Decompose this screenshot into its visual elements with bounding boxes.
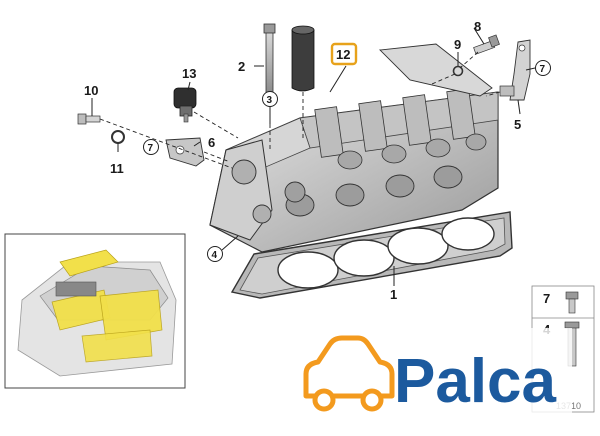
engine-overview-inset bbox=[4, 233, 186, 389]
lifting-bracket bbox=[499, 39, 531, 101]
small-bolt bbox=[473, 34, 500, 55]
callout-7a-circle bbox=[143, 139, 159, 155]
head-bolt bbox=[263, 23, 276, 95]
callout-9: 9 bbox=[454, 37, 461, 52]
callout-5: 5 bbox=[514, 117, 521, 132]
bracket bbox=[165, 137, 205, 167]
callout-12: 12 bbox=[336, 47, 350, 62]
brand-name: Palca bbox=[394, 347, 557, 416]
callout-13: 13 bbox=[182, 66, 196, 81]
callout-3-circle bbox=[262, 91, 278, 107]
palca-logo: Palca bbox=[296, 328, 572, 420]
callout-7b-circle bbox=[535, 60, 551, 76]
callout-7b: 7 bbox=[540, 64, 546, 75]
car-wheel-icon bbox=[360, 388, 384, 412]
callout-1: 1 bbox=[390, 287, 397, 302]
car-wheel-icon bbox=[312, 388, 336, 412]
callout-12-highlight bbox=[330, 42, 358, 66]
callout-10: 10 bbox=[84, 83, 98, 98]
callout-4-circle bbox=[207, 246, 223, 262]
leader-lines bbox=[91, 27, 536, 286]
car-icon bbox=[303, 335, 395, 399]
cylinder-head bbox=[209, 43, 499, 253]
sensor bbox=[173, 87, 197, 123]
callout-8: 8 bbox=[474, 19, 481, 34]
seal-ring bbox=[111, 130, 125, 144]
washer bbox=[452, 65, 464, 77]
callout-2: 2 bbox=[238, 59, 245, 74]
plug-screw bbox=[77, 113, 101, 125]
callout-7a: 7 bbox=[148, 143, 154, 154]
callout-11: 11 bbox=[110, 161, 124, 176]
callout-4: 4 bbox=[212, 250, 218, 261]
callout-3: 3 bbox=[267, 95, 273, 106]
head-gasket bbox=[230, 211, 513, 299]
callout-6: 6 bbox=[208, 135, 215, 150]
spark-plug-tube bbox=[291, 25, 315, 92]
legend-row-1: 7 bbox=[543, 291, 550, 306]
